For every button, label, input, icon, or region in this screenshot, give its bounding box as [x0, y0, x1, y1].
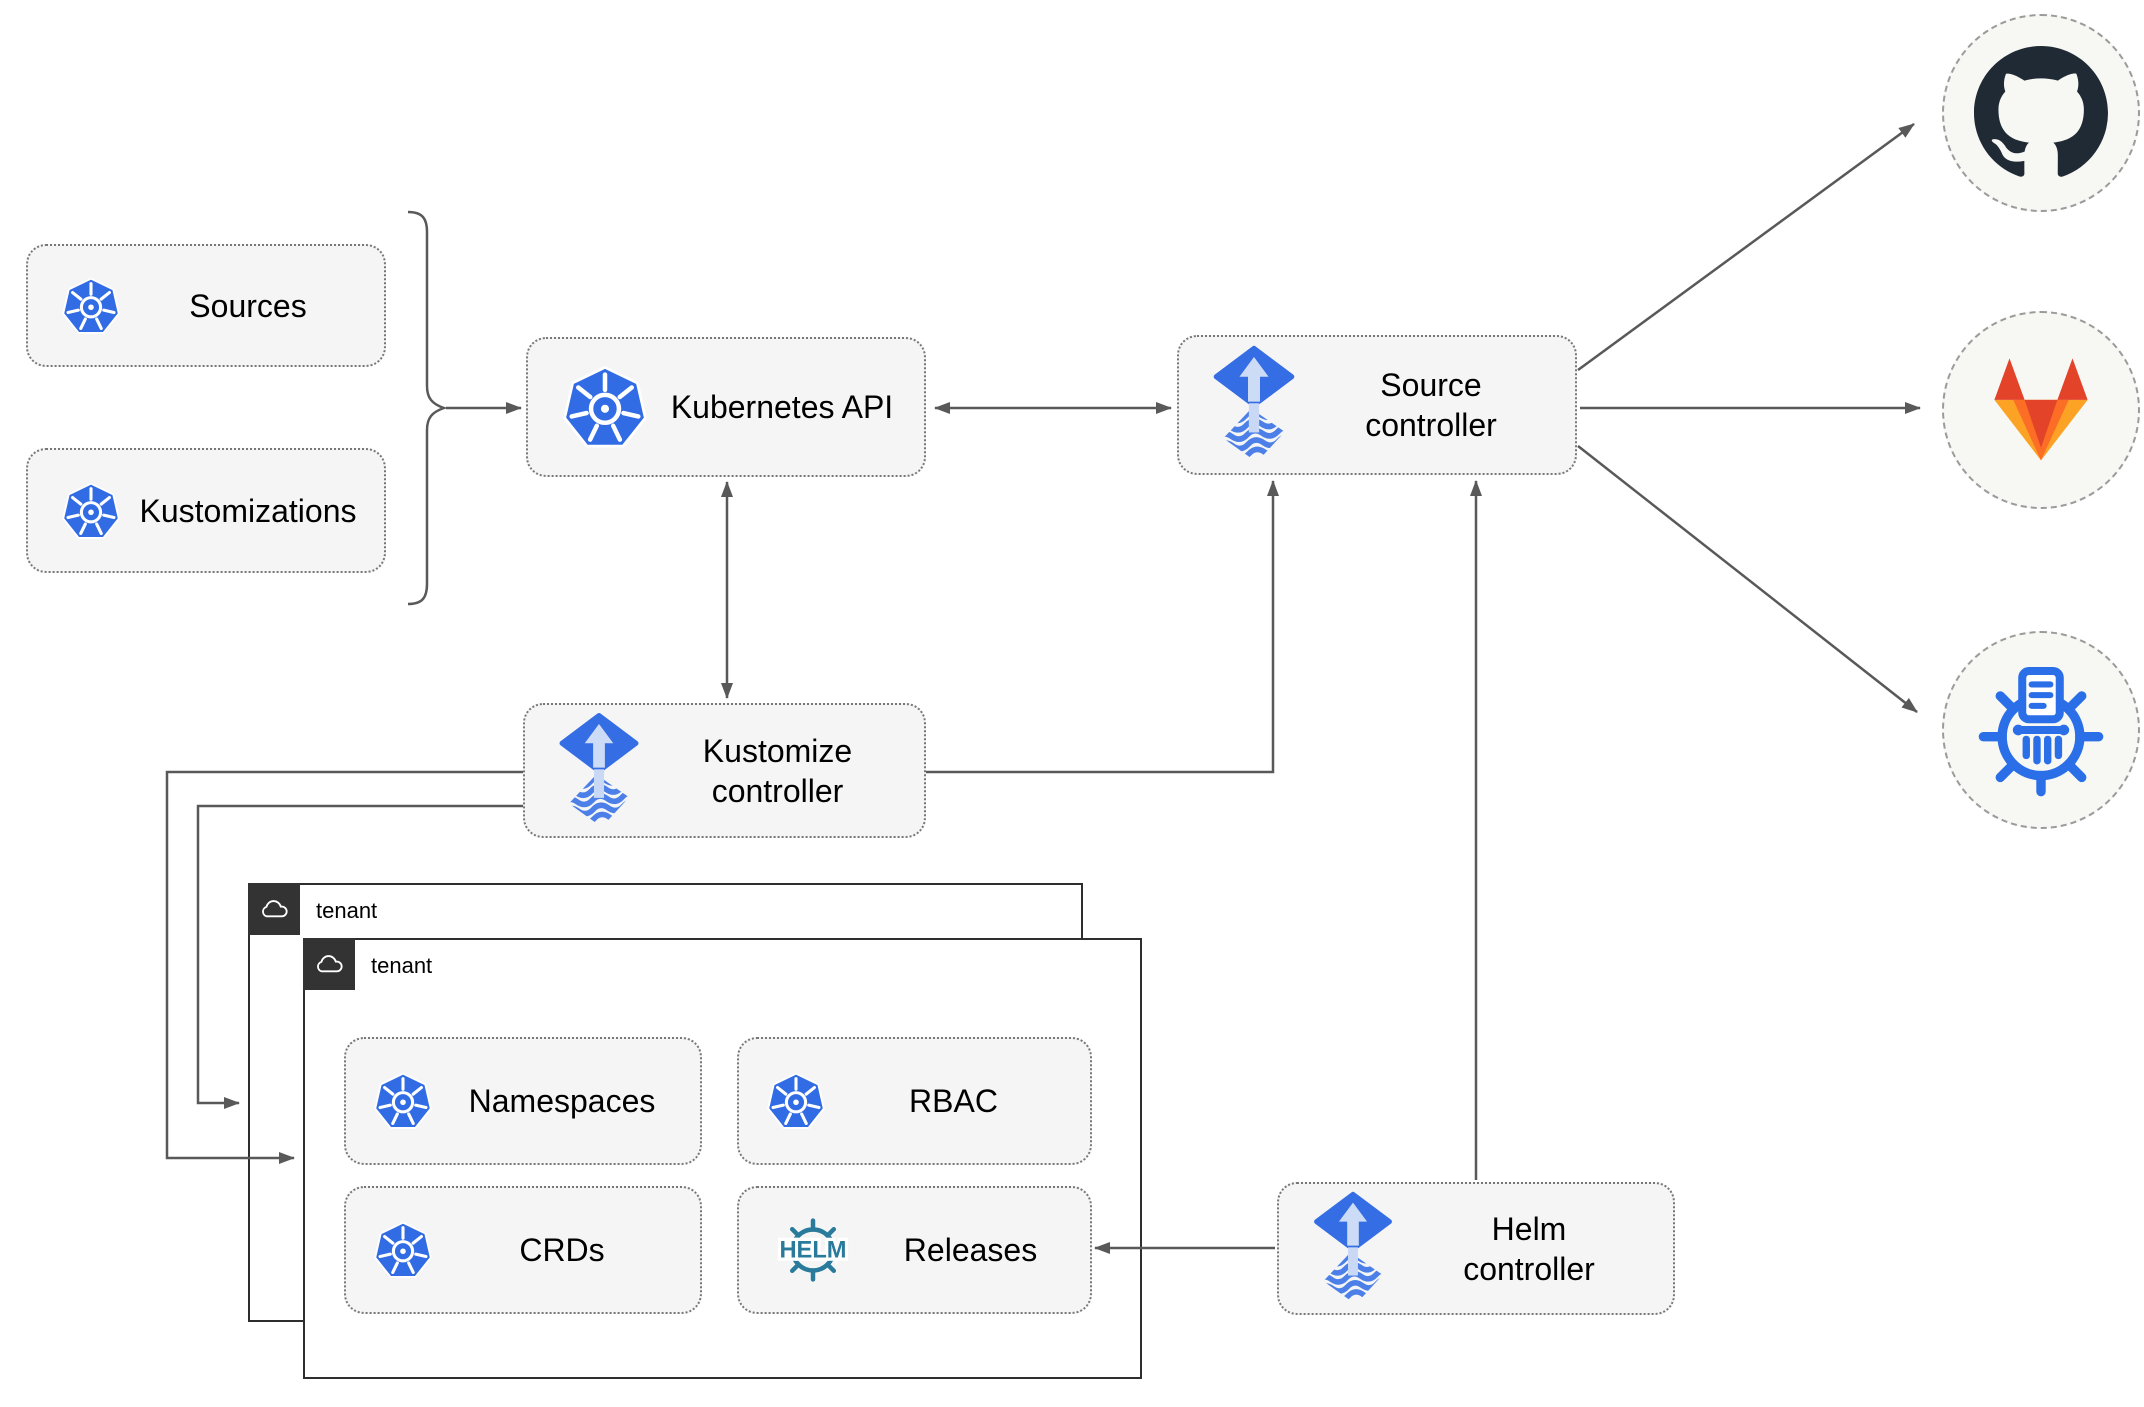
external-gitlab: [1942, 311, 2140, 509]
tenant-box-front: tenant Namespaces RBAC CRDs: [302, 937, 1142, 1379]
node-rbac: RBAC: [737, 1037, 1092, 1165]
node-releases: HELM Releases: [737, 1186, 1092, 1314]
chartmuseum-wheel-icon: [1974, 663, 2108, 797]
flux-icon: [1211, 345, 1297, 465]
helm-logo-text: HELM: [779, 1238, 846, 1264]
source-controller-label: Source controller: [1365, 367, 1497, 443]
helm-logo-icon: HELM: [776, 1218, 850, 1282]
sources-label: Sources: [189, 287, 307, 324]
node-kubernetes-api: Kubernetes API: [526, 337, 926, 477]
brace-sources-group: [407, 210, 448, 606]
kubernetes-icon: [372, 1070, 434, 1132]
kubernetes-icon: [765, 1070, 827, 1132]
helm-controller-label: Helm controller: [1463, 1210, 1595, 1287]
external-github: [1942, 14, 2140, 212]
external-chartmuseum: [1942, 631, 2140, 829]
node-source-controller: Source controller: [1177, 335, 1577, 475]
github-octocat-icon: [1974, 46, 2108, 180]
tenant-tab: [247, 882, 300, 935]
kustomizations-label: Kustomizations: [139, 492, 357, 529]
cloud-icon: [258, 898, 290, 920]
kustomize-controller-label: Kustomize controller: [702, 732, 853, 809]
kubernetes-api-label: Kubernetes API: [670, 389, 894, 425]
node-crds: CRDs: [344, 1186, 702, 1314]
namespaces-label: Namespaces: [468, 1083, 656, 1119]
kubernetes-icon: [372, 1219, 434, 1281]
edge-source-controller-to-github: [1577, 122, 1915, 372]
kubernetes-icon: [60, 275, 122, 337]
flux-icon: [557, 712, 641, 830]
node-namespaces: Namespaces: [344, 1037, 702, 1165]
cloud-icon: [313, 953, 345, 975]
flux-icon: [1311, 1191, 1395, 1307]
tenant-tab: [302, 937, 355, 990]
edge-kustomize-controller-to-source-controller: [926, 480, 1279, 774]
crds-label: CRDs: [519, 1232, 605, 1268]
releases-label: Releases: [903, 1232, 1038, 1268]
gitlab-tanuki-icon: [1978, 352, 2104, 468]
node-sources: Sources: [26, 244, 386, 367]
rbac-label: RBAC: [909, 1083, 998, 1119]
edge-source-controller-to-chartmuseum: [1577, 445, 1918, 713]
tenant-label: tenant: [371, 953, 433, 978]
node-helm-controller: Helm controller: [1277, 1182, 1675, 1315]
node-kustomizations: Kustomizations: [26, 448, 386, 573]
tenant-label: tenant: [316, 898, 378, 923]
kubernetes-icon: [560, 362, 650, 452]
node-kustomize-controller: Kustomize controller: [523, 703, 926, 838]
kubernetes-icon: [60, 480, 122, 542]
